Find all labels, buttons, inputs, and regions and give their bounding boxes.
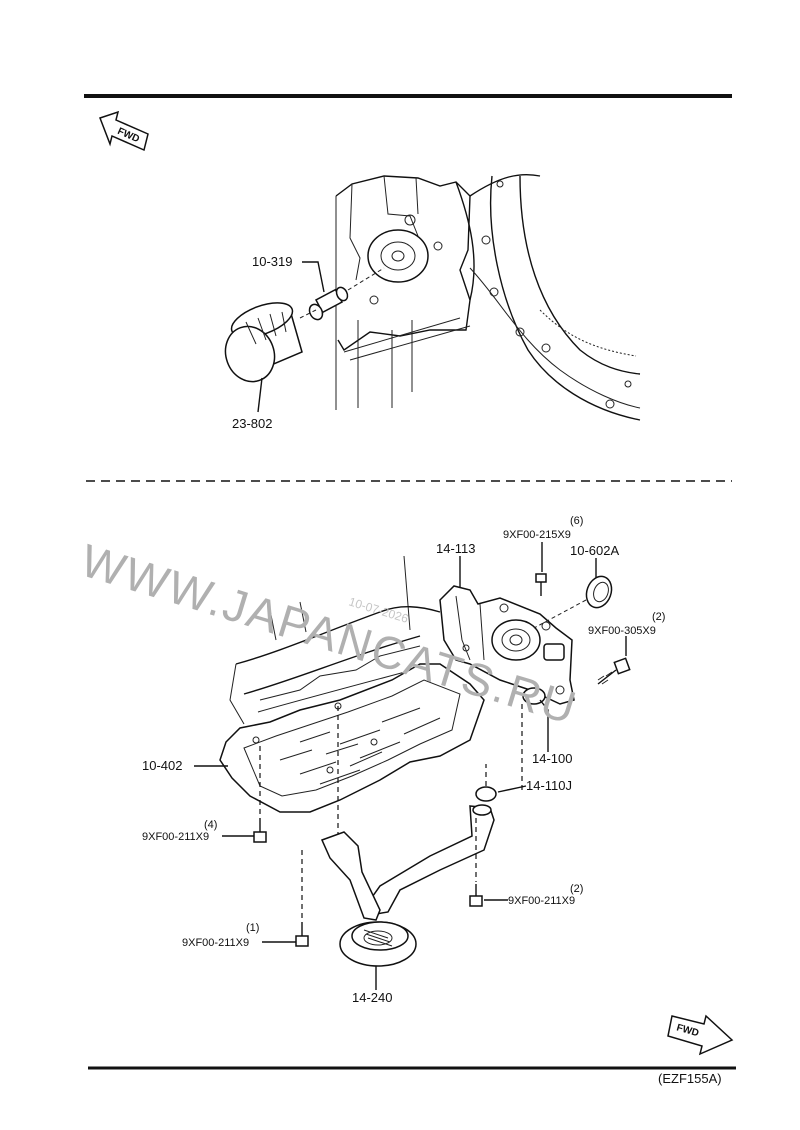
part-10-319-fitting xyxy=(308,267,385,321)
engine-block-illustration xyxy=(335,173,641,421)
part-14-100-oil-pump xyxy=(439,585,575,705)
part-9xf00-211x9-bolt-2 xyxy=(469,884,483,907)
leader-14-100 xyxy=(539,699,549,752)
figure-code: (EZF155A) xyxy=(658,1071,722,1086)
part-9xf00-305x9-bolt xyxy=(597,657,631,685)
label-14-113: 14-113 xyxy=(436,541,476,556)
label-qty-2b: (2) xyxy=(570,883,583,895)
label-23-802: 23-802 xyxy=(232,416,272,431)
label-qty-2a: (2) xyxy=(652,611,665,623)
fwd-arrow-bottom-icon: FWD xyxy=(667,1014,734,1056)
label-9xf00-211x9-2: 9XF00-211X9 xyxy=(508,895,575,907)
label-9xf00-305x9: 9XF00-305X9 xyxy=(588,625,656,637)
leader-14-110j xyxy=(497,785,527,793)
label-qty-4: (4) xyxy=(204,819,217,831)
part-9xf00-211x9-bolt-1 xyxy=(295,922,309,947)
leader-10-319 xyxy=(302,261,325,293)
fwd-arrow-top-icon: FWD xyxy=(99,110,149,152)
part-14-110j-o-ring xyxy=(475,786,497,802)
label-9xf00-211x9-1: 9XF00-211X9 xyxy=(182,937,249,949)
label-10-319: 10-319 xyxy=(252,254,292,269)
label-14-100: 14-100 xyxy=(532,751,572,766)
label-9xf00-215x9: 9XF00-215X9 xyxy=(503,529,571,541)
part-23-802-oil-filter xyxy=(224,302,317,383)
label-14-110j: 14-110J xyxy=(526,778,572,793)
label-qty-1: (1) xyxy=(246,922,259,934)
label-qty-6: (6) xyxy=(570,515,583,527)
label-9xf00-211x9-4: 9XF00-211X9 xyxy=(142,831,209,843)
engine-block-lower-illustration xyxy=(229,555,441,725)
label-14-240: 14-240 xyxy=(352,990,392,1005)
leader-23-802 xyxy=(257,377,263,413)
part-9xf00-211x9-bolt-4 xyxy=(253,818,267,843)
part-10-602a-oil-seal xyxy=(533,575,613,629)
part-14-240-oil-strainer xyxy=(320,804,495,967)
label-10-402: 10-402 xyxy=(142,758,182,773)
label-10-602a: 10-602A xyxy=(570,543,619,558)
part-9xf00-215x9-bolt xyxy=(535,573,547,596)
